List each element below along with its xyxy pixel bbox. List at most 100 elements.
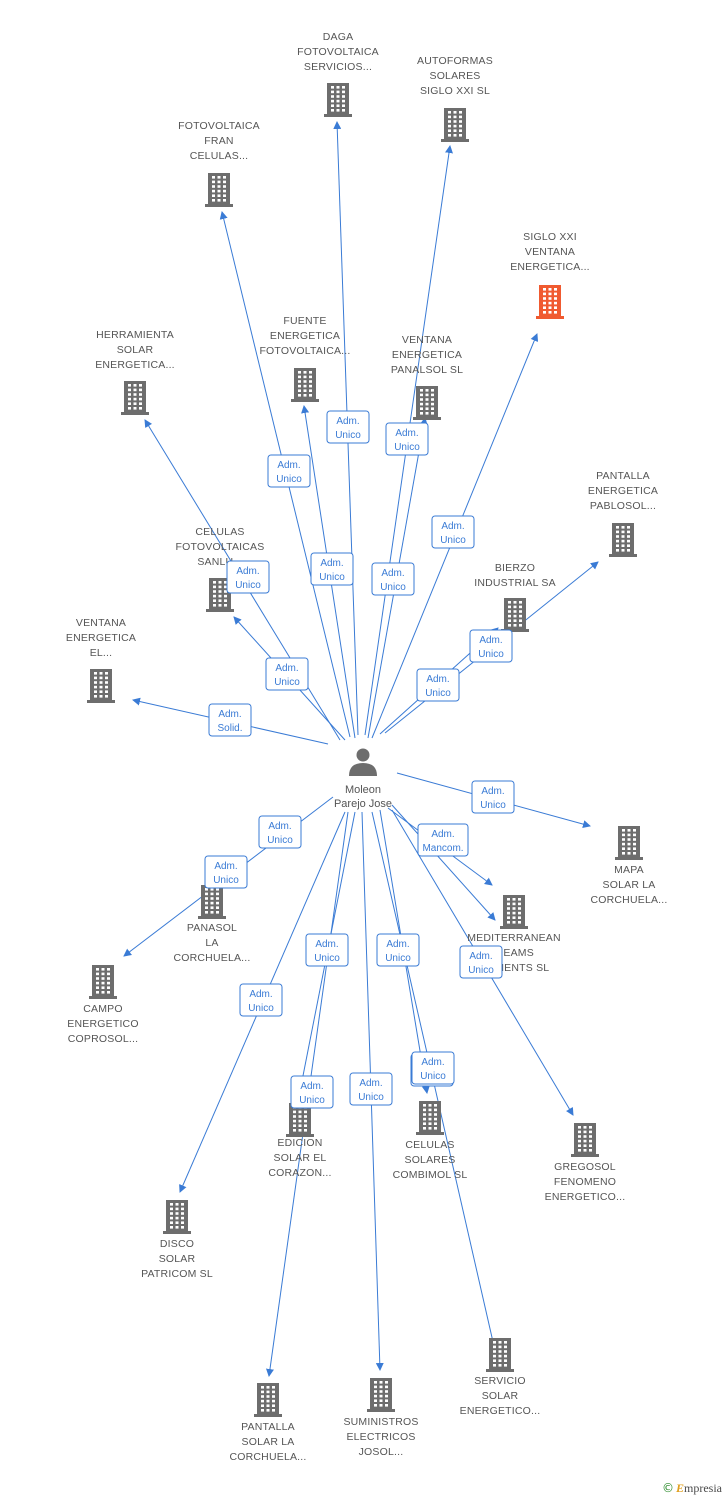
company-node-herramienta[interactable]: HERRAMIENTASOLARENERGETICA... xyxy=(95,329,175,415)
company-label-line: SOLARES xyxy=(404,1154,455,1166)
company-label-line: DAGA xyxy=(323,31,354,43)
role-badge-text: Unico xyxy=(213,875,239,886)
company-node-pablosol[interactable]: PANTALLAENERGETICAPABLOSOL... xyxy=(588,470,658,557)
role-badge[interactable]: Adm.Unico xyxy=(469,629,513,663)
edge-21 xyxy=(391,804,496,921)
company-label-line: FOTOVOLTAICA xyxy=(178,120,260,132)
company-label-line: FOTOVOLTAICAS xyxy=(176,541,265,553)
role-badge[interactable]: Adm.Unico xyxy=(376,933,420,967)
company-node-campo[interactable]: CAMPOENERGETICOCOPROSOL... xyxy=(67,965,139,1045)
company-node-gregosol[interactable]: GREGOSOLFENOMENOENERGETICO... xyxy=(545,1123,626,1203)
company-label-line: SERVICIO xyxy=(474,1375,526,1387)
company-node-panasol[interactable]: PANASOLLACORCHUELA... xyxy=(173,885,250,964)
company-label-line: SUMINISTROS xyxy=(343,1416,418,1428)
role-badge[interactable]: Adm.Mancom. xyxy=(417,823,469,857)
nodes-layer: DAGAFOTOVOLTAICASERVICIOS...AUTOFORMASSO… xyxy=(66,31,667,1463)
company-label-line: ...EAMS xyxy=(494,947,534,959)
role-badge[interactable]: Adm.Unico xyxy=(459,945,503,979)
building-icon xyxy=(500,895,528,929)
company-node-servicio[interactable]: SERVICIOSOLARENERGETICO... xyxy=(460,1338,541,1417)
role-badge[interactable]: Adm.Unico xyxy=(431,515,475,549)
company-label-line: SOLAR xyxy=(159,1253,196,1265)
company-node-fuente[interactable]: FUENTEENERGETICAFOTOVOLTAICA... xyxy=(259,315,350,402)
role-badge-text: Unico xyxy=(480,800,506,811)
company-label-line: FRAN xyxy=(204,135,233,147)
person-name-line: Moleon xyxy=(345,784,381,796)
role-badge[interactable]: Adm.Unico xyxy=(290,1075,334,1109)
company-label-line: ENERGETICA... xyxy=(95,359,175,371)
company-node-ventanael[interactable]: VENTANAENERGETICAEL... xyxy=(66,617,136,703)
logo-text: mpresia xyxy=(684,1481,722,1495)
company-label-line: VENTANA xyxy=(402,334,452,346)
company-node-sigloxxi[interactable]: SIGLO XXIVENTANAENERGETICA... xyxy=(510,231,590,319)
role-badge[interactable]: Adm.Unico xyxy=(411,1051,455,1085)
role-badge[interactable]: Adm.Unico xyxy=(226,560,270,594)
company-label-line: FENOMENO xyxy=(554,1176,616,1188)
role-badge-text: Unico xyxy=(478,649,504,660)
company-label-line: AUTOFORMAS xyxy=(417,55,493,67)
role-badge[interactable]: Adm.Unico xyxy=(258,815,302,849)
role-badge-text: Adm. xyxy=(249,989,272,1000)
person-icon-head xyxy=(356,748,370,762)
building-icon xyxy=(413,386,441,420)
company-label-line: CORCHUELA... xyxy=(229,1451,306,1463)
company-label-line: SIGLO XXI xyxy=(523,231,577,243)
role-badge[interactable]: Adm.Unico xyxy=(239,983,283,1017)
role-badge-text: Unico xyxy=(335,430,361,441)
company-label-line: ENERGETICA xyxy=(270,330,340,342)
role-badge[interactable]: Adm.Unico xyxy=(385,422,429,456)
role-badge[interactable]: Adm.Unico xyxy=(305,933,349,967)
role-badge[interactable]: Adm.Solid. xyxy=(208,703,252,737)
company-label-line: DISCO xyxy=(160,1238,194,1250)
company-label-line: MAPA xyxy=(614,864,644,876)
role-badge-text: Unico xyxy=(380,582,406,593)
role-badge[interactable]: Adm.Unico xyxy=(349,1072,393,1106)
role-badge[interactable]: Adm.Unico xyxy=(265,657,309,691)
company-node-fotofran[interactable]: FOTOVOLTAICA FRAN CELULAS... xyxy=(178,120,260,207)
role-badge-text: Unico xyxy=(319,572,345,583)
building-icon xyxy=(416,1101,444,1135)
role-badge[interactable]: Adm.Unico xyxy=(371,562,415,596)
role-badge-text: Adm. xyxy=(469,951,492,962)
building-icon xyxy=(206,578,234,612)
role-badge-text: Adm. xyxy=(426,674,449,685)
empresia-watermark: ©Empresia xyxy=(662,1481,722,1496)
role-badge-text: Adm. xyxy=(315,939,338,950)
role-badge[interactable]: Adm. Unico xyxy=(204,855,248,889)
company-label-line: CELULAS... xyxy=(190,150,249,162)
building-icon xyxy=(89,965,117,999)
building-icon xyxy=(324,83,352,117)
company-label-line: COPROSOL... xyxy=(68,1033,138,1045)
building-icon xyxy=(536,285,564,319)
building-icon xyxy=(291,368,319,402)
company-label-line: SOLAR LA xyxy=(603,879,656,891)
role-badge[interactable]: Adm.Unico xyxy=(326,410,370,444)
company-node-sanlu[interactable]: CELULASFOTOVOLTAICASSANLU... xyxy=(176,526,265,612)
building-icon xyxy=(441,108,469,142)
company-label-line: VENTANA xyxy=(525,246,575,258)
role-badge-text: Solid. xyxy=(217,723,242,734)
role-badge[interactable]: Adm.Unico xyxy=(416,668,460,702)
company-node-suministros[interactable]: SUMINISTROSELECTRICOSJOSOL... xyxy=(343,1378,418,1458)
building-icon xyxy=(205,173,233,207)
role-badge[interactable]: Adm.Unico xyxy=(471,780,515,814)
role-badge-text: Adm. xyxy=(214,861,237,872)
company-node-daga[interactable]: DAGAFOTOVOLTAICASERVICIOS... xyxy=(297,31,379,117)
company-label-line: ENERGETICO xyxy=(67,1018,138,1030)
role-badge[interactable]: Adm.Unico xyxy=(267,454,311,488)
role-badge-text: Unico xyxy=(420,1071,446,1082)
company-label-line: SOLAR xyxy=(117,344,154,356)
company-label-line: FUENTE xyxy=(283,315,326,327)
role-badge[interactable]: Adm.Unico xyxy=(310,552,354,586)
logo-initial: E xyxy=(675,1481,684,1495)
